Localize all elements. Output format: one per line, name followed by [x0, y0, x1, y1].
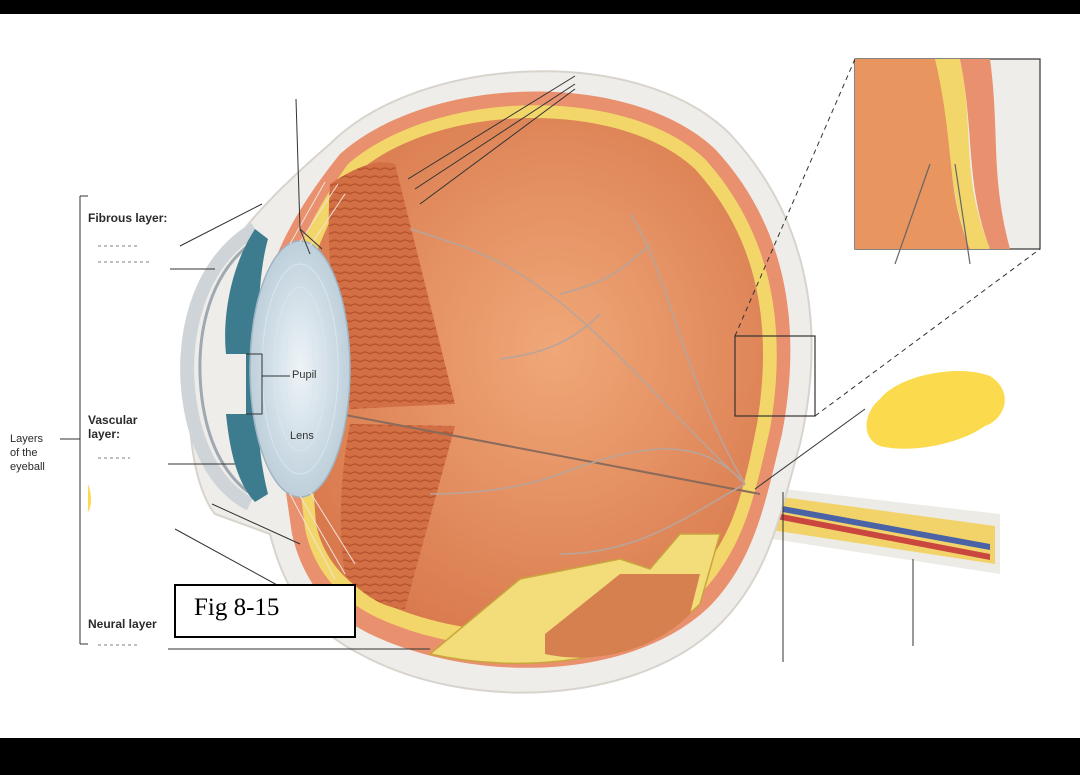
layers-bracket — [60, 195, 88, 645]
vascular-layer-label-line1: Vascular — [88, 413, 138, 427]
vascular-layer-label-line2: layer: — [88, 427, 121, 441]
neural-layer-label: Neural layer — [88, 617, 157, 631]
inset-fovea-view — [854, 58, 1041, 265]
cornea — [180, 222, 259, 511]
leader-lines — [168, 75, 914, 662]
layers-of-eyeball-label-line3: eyeball — [10, 461, 45, 473]
diagram-canvas: Fibrous layer: Vascular layer: Neural la… — [0, 14, 1080, 738]
retinal-vessels — [409, 213, 746, 555]
optic-nerve — [740, 484, 1000, 574]
lens-label: Lens — [290, 430, 314, 442]
layers-of-eyeball-label-line2: of the — [10, 447, 38, 459]
pupil-label: Pupil — [292, 369, 317, 381]
layers-of-eyeball-label-line1: Layers — [10, 433, 44, 445]
fovea-highlight-box — [734, 335, 816, 417]
fibrous-layer-label: Fibrous layer: — [88, 211, 168, 225]
eye-diagram — [60, 58, 1041, 694]
yellow-highlight-blob — [866, 370, 1005, 449]
ciliary-body-lower — [340, 424, 455, 609]
ciliary-body-upper — [328, 162, 455, 409]
figure-caption: Fig 8-15 — [194, 594, 280, 621]
figure-caption-box: Fig 8-15 — [174, 584, 356, 638]
suspensory-ligaments — [289, 181, 356, 580]
